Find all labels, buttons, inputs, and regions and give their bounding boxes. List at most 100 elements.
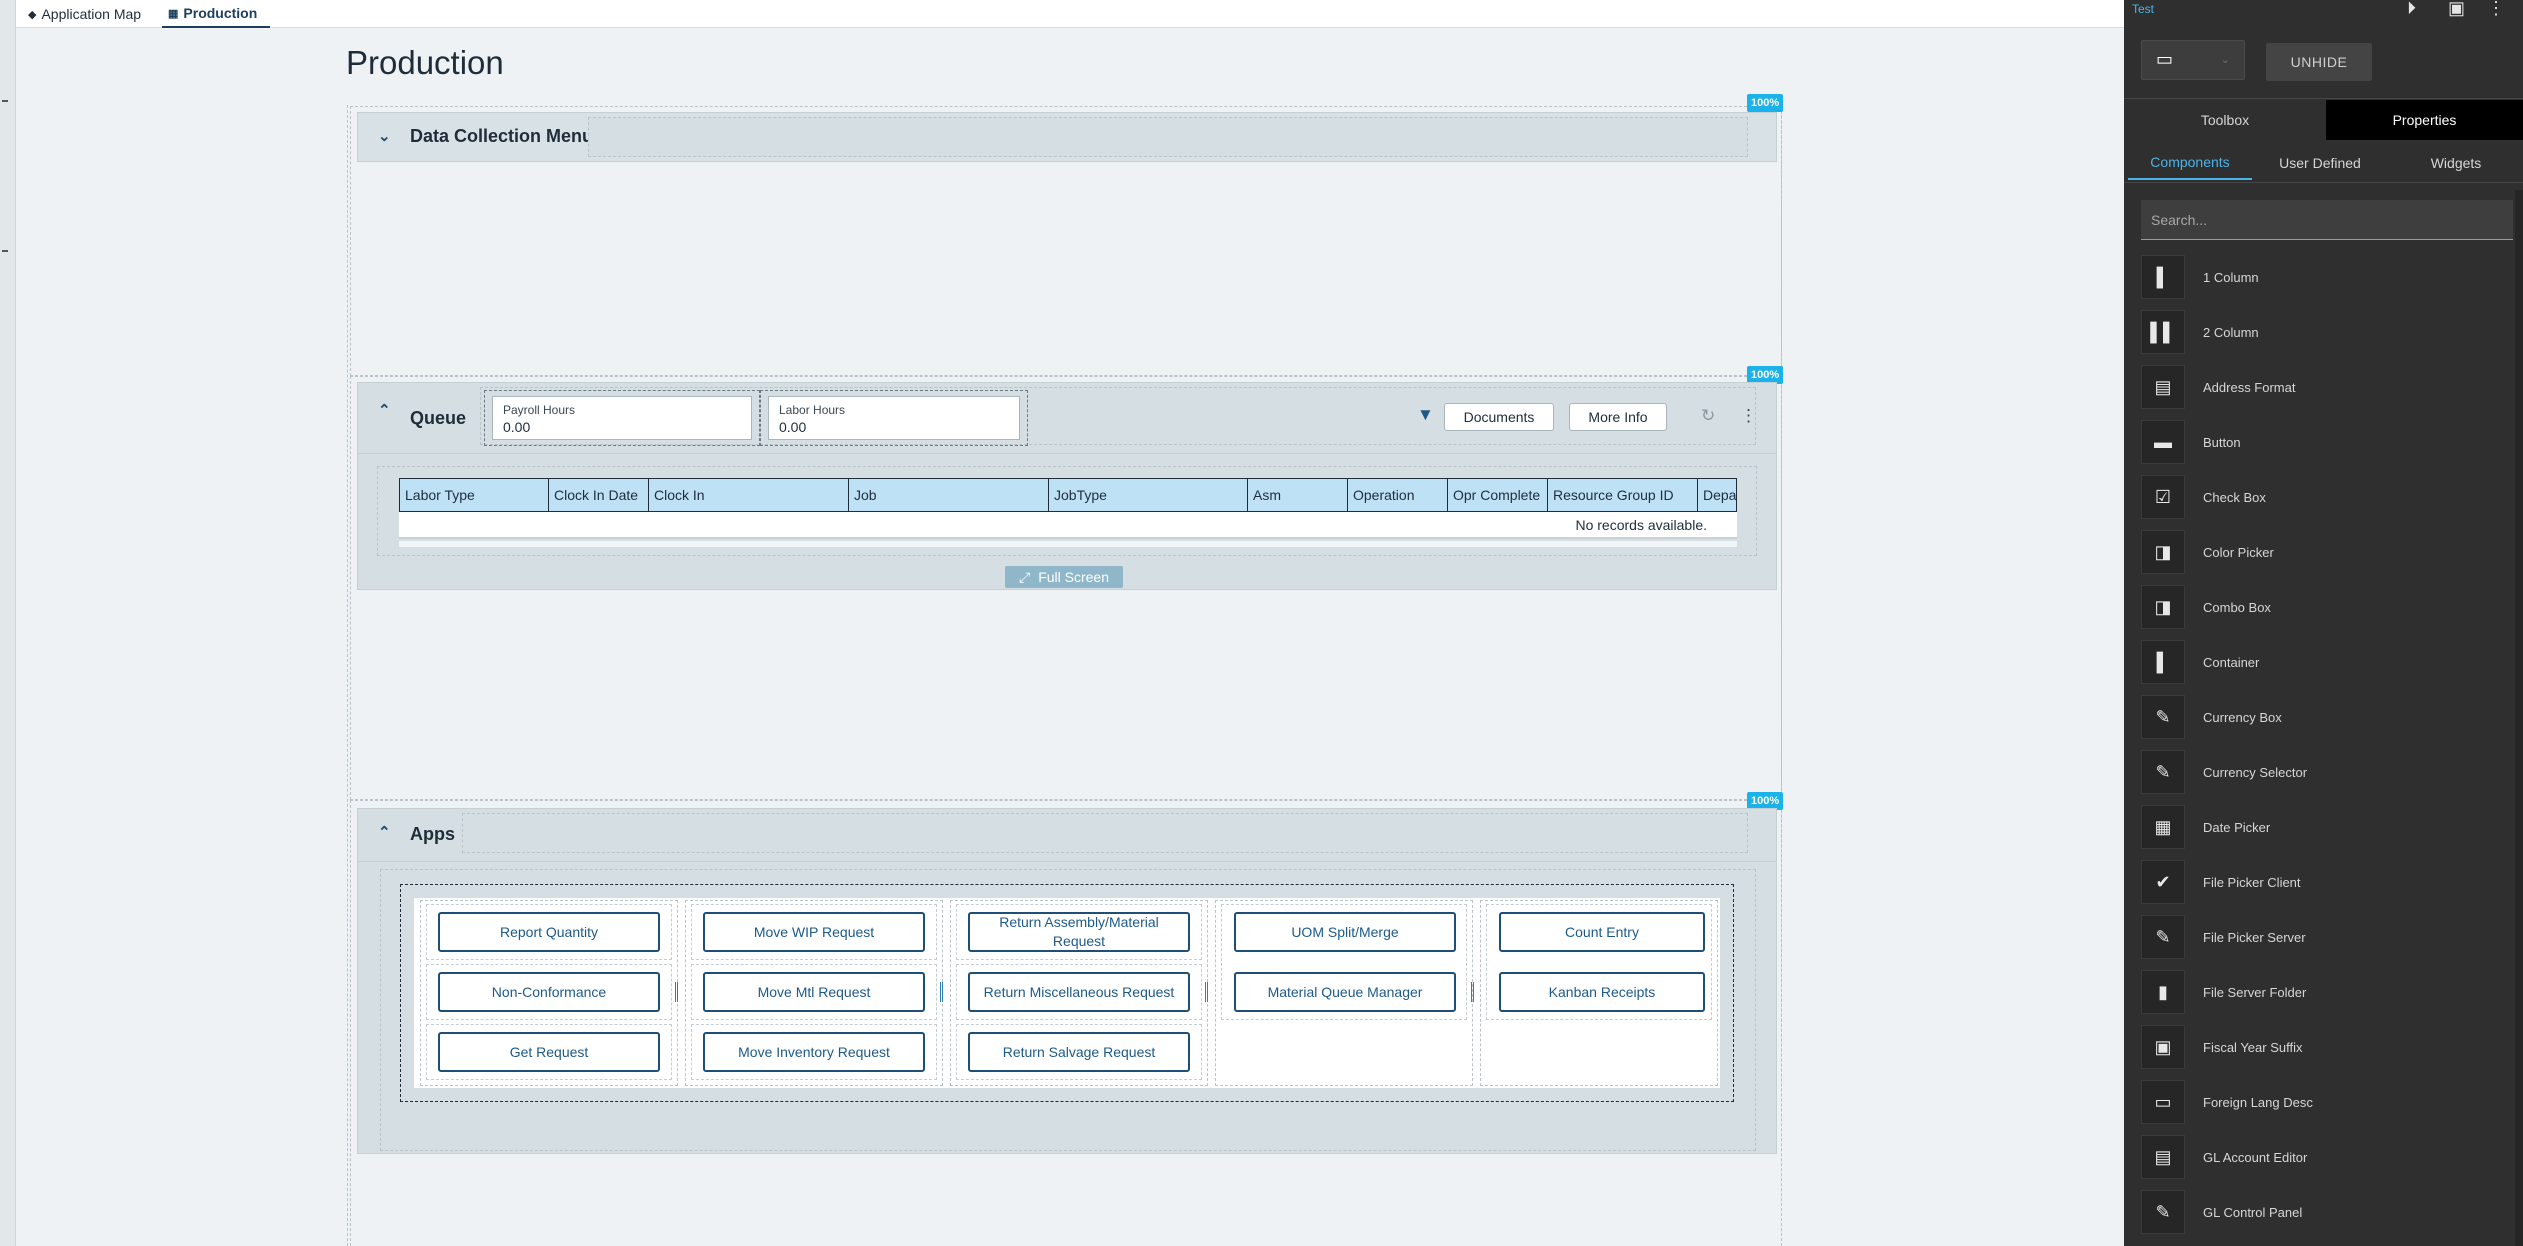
environment-label: Test xyxy=(2132,2,2155,16)
column-header[interactable]: Clock In Date xyxy=(549,479,649,511)
chevron-up-icon[interactable]: ⌃ xyxy=(378,824,391,841)
component-search-input[interactable] xyxy=(2141,200,2513,240)
unhide-button[interactable]: UNHIDE xyxy=(2266,43,2372,81)
component-item[interactable]: ▮File Server Folder xyxy=(2141,970,2513,1014)
column-header[interactable]: Depa xyxy=(1703,487,1737,503)
component-item[interactable]: ▤GL Account Editor xyxy=(2141,1135,2513,1179)
subtab-widgets[interactable]: Widgets xyxy=(2430,155,2482,171)
app-cell xyxy=(691,964,937,1020)
divider xyxy=(2124,98,2523,99)
grid-scrollbar[interactable] xyxy=(399,541,1737,547)
component-item[interactable]: ▌ Container xyxy=(2141,640,2513,684)
refresh-icon[interactable]: ↻ xyxy=(1701,406,1716,425)
column-header[interactable]: Asm xyxy=(1248,479,1348,511)
component-item[interactable]: ▭Foreign Lang Desc xyxy=(2141,1080,2513,1124)
tab-production[interactable]: ▦ Production xyxy=(162,0,270,28)
more-vertical-icon[interactable]: ⋮ xyxy=(1740,406,1757,425)
uom-split-merge-button[interactable]: UOM Split/Merge xyxy=(1234,912,1456,952)
device-selector[interactable]: ▭ ⌄ xyxy=(2141,40,2245,80)
apps-drop-zone xyxy=(380,869,1756,1151)
header-drop-zone[interactable] xyxy=(588,117,1748,157)
payroll-hours-field[interactable]: Payroll Hours 0.00 xyxy=(492,396,752,440)
tab-label: Production xyxy=(183,5,258,21)
column-resize-handle[interactable] xyxy=(1471,982,1474,1002)
component-item[interactable]: ▣Fiscal Year Suffix xyxy=(2141,1025,2513,1069)
move-wip-request-button[interactable]: Move WIP Request xyxy=(703,912,925,952)
report-quantity-button[interactable]: Report Quantity xyxy=(438,912,660,952)
subtab-user-defined[interactable]: User Defined xyxy=(2279,155,2361,171)
component-item[interactable]: ◨Combo Box xyxy=(2141,585,2513,629)
component-label: Button xyxy=(2203,434,2241,450)
get-request-button[interactable]: Get Request xyxy=(438,1032,660,1072)
kanban-receipts-button[interactable]: Kanban Receipts xyxy=(1499,972,1705,1012)
component-item[interactable]: ✎Currency Selector xyxy=(2141,750,2513,794)
component-label: GL Control Panel xyxy=(2203,1204,2303,1220)
component-label: Container xyxy=(2203,654,2260,670)
container-icon: ▌ xyxy=(2141,640,2185,684)
panel-title: Queue xyxy=(410,408,467,428)
tab-properties[interactable]: Properties xyxy=(2326,100,2523,140)
more-vertical-icon[interactable]: ⋮ xyxy=(2487,0,2505,18)
app-cell xyxy=(1221,904,1467,1020)
width-percent-badge[interactable]: 100% xyxy=(1747,366,1784,384)
data-collection-panel-header: ⌄ Data Collection Menu xyxy=(357,112,1777,162)
column-header[interactable]: Opr Complete xyxy=(1448,479,1548,511)
column-resize-handle[interactable] xyxy=(940,982,943,1002)
return-miscellaneous-request-button[interactable]: Return Miscellaneous Request xyxy=(968,972,1190,1012)
header-drop-zone[interactable] xyxy=(462,813,1748,853)
play-icon[interactable]: ⏵ xyxy=(2407,0,2416,18)
full-screen-button[interactable]: ⤢ Full Screen xyxy=(1005,566,1123,588)
non-conformance-button[interactable]: Non-Conformance xyxy=(438,972,660,1012)
tab-application-map[interactable]: ◆ Application Map xyxy=(28,0,141,28)
column-header[interactable]: JobType xyxy=(1049,479,1248,511)
width-percent-badge[interactable]: 100% xyxy=(1747,94,1784,112)
file-icon: ▮ xyxy=(2141,970,2185,1014)
button-icon: ▬ xyxy=(2141,420,2185,464)
column-header[interactable]: Resource Group ID xyxy=(1548,479,1698,511)
filter-icon[interactable]: ▼ xyxy=(1417,405,1434,424)
column-resize-handle[interactable] xyxy=(1205,982,1208,1002)
component-label: 1 Column xyxy=(2203,269,2259,285)
component-item[interactable]: ✎GL Control Panel xyxy=(2141,1190,2513,1234)
tab-toolbox[interactable]: Toolbox xyxy=(2200,112,2250,128)
app-cell xyxy=(426,904,672,960)
component-item[interactable]: ◨Color Picker xyxy=(2141,530,2513,574)
sidebar-scrollbar[interactable] xyxy=(2515,190,2523,1246)
count-entry-button[interactable]: Count Entry xyxy=(1499,912,1705,952)
move-mtl-request-button[interactable]: Move Mtl Request xyxy=(703,972,925,1012)
header-drop-zone[interactable] xyxy=(480,387,1756,445)
return-salvage-request-button[interactable]: Return Salvage Request xyxy=(968,1032,1190,1072)
component-item[interactable]: ▌▌2 Column xyxy=(2141,310,2513,354)
subtab-components[interactable]: Components xyxy=(2128,146,2252,180)
return-assembly-material-request-button[interactable]: Return Assembly/Material Request xyxy=(968,912,1190,952)
apps-section[interactable] xyxy=(350,800,1782,1246)
width-percent-badge[interactable]: 100% xyxy=(1747,792,1784,810)
labor-hours-field[interactable]: Labor Hours 0.00 xyxy=(768,396,1020,440)
component-item[interactable]: ✎Currency Box xyxy=(2141,695,2513,739)
component-item[interactable]: ▬ Button xyxy=(2141,420,2513,464)
component-item[interactable]: ☑Check Box xyxy=(2141,475,2513,519)
component-item[interactable]: ✎File Picker Server xyxy=(2141,915,2513,959)
save-icon[interactable]: ▣ xyxy=(2448,0,2466,18)
documents-button[interactable]: Documents xyxy=(1444,403,1554,431)
component-item[interactable]: ▦Date Picker xyxy=(2141,805,2513,849)
component-item[interactable]: ▌ 1 Column xyxy=(2141,255,2513,299)
currency-box-icon: ✎ xyxy=(2141,695,2185,739)
column-header[interactable]: Job xyxy=(849,479,1049,511)
move-inventory-request-button[interactable]: Move Inventory Request xyxy=(703,1032,925,1072)
column-icon: ▌ xyxy=(2141,255,2185,299)
column-header[interactable]: Operation xyxy=(1348,479,1448,511)
chevron-down-icon[interactable]: ⌄ xyxy=(378,128,391,145)
column-resize-handle[interactable] xyxy=(675,982,678,1002)
component-item[interactable]: ✔File Picker Client xyxy=(2141,860,2513,904)
material-queue-manager-button[interactable]: Material Queue Manager xyxy=(1234,972,1456,1012)
chevron-up-icon[interactable]: ⌃ xyxy=(378,402,391,419)
component-item[interactable]: ▤Address Format xyxy=(2141,365,2513,409)
more-info-button[interactable]: More Info xyxy=(1569,403,1667,431)
column-header[interactable]: Clock In xyxy=(649,479,849,511)
queue-section[interactable] xyxy=(350,376,1782,800)
color-picker-icon: ◨ xyxy=(2141,530,2185,574)
column-header[interactable]: Labor Type xyxy=(400,479,549,511)
data-collection-section[interactable] xyxy=(350,106,1782,376)
left-collapsed-rail xyxy=(0,0,16,1246)
